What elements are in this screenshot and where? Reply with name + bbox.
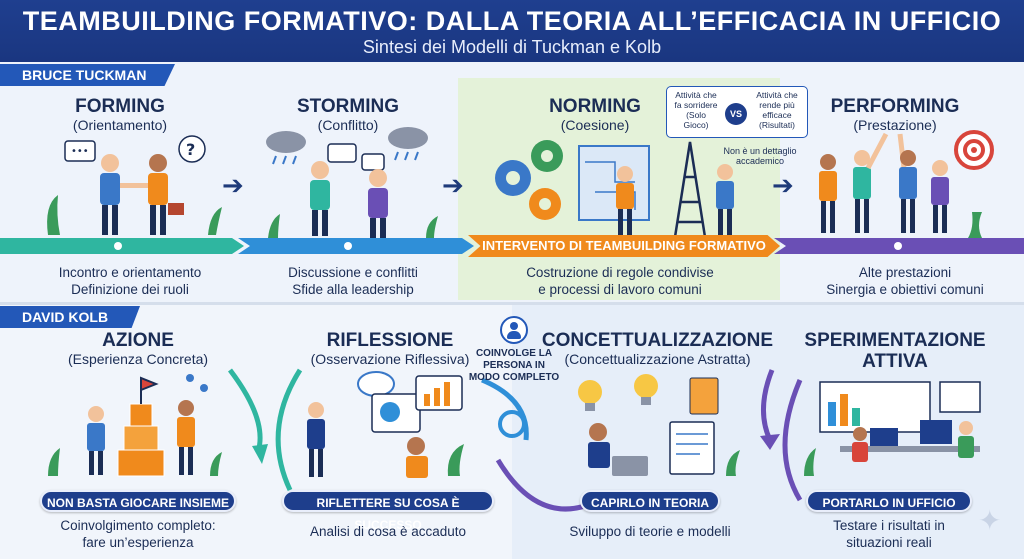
sperimentazione-desc-line: situazioni reali [846,535,932,550]
norming-desc-line: Costruzione di regole condivise [526,265,714,280]
kolb-center-note: COINVOLGE LA PERSONA IN MODO COMPLETO [466,348,562,384]
kolb-riflessione-pill: RIFLETTERE SU COSA È SUCCESSO [282,490,494,532]
kolb-concettualizzazione-sub: (Concettualizzazione Astratta) [564,351,751,367]
callout-right-line: rende più [759,100,795,110]
performing-description: Alte prestazioni Sinergia e obiettivi co… [800,264,1010,298]
stage-norming-sub: (Coesione) [560,117,630,133]
svg-text:•••: ••• [71,146,89,157]
stage-forming: FORMING (Orientamento) [30,96,210,134]
stage-performing-name: PERFORMING [830,96,960,117]
callout-note: Non è un dettaglio accademico [720,146,800,166]
kolb-concettualizzazione-name: CONCETTUALIZZAZIONE [541,330,774,351]
stage-forming-sub: (Orientamento) [72,117,168,133]
stage-norming-name: NORMING [549,96,641,117]
center-note-line: COINVOLGE LA [475,348,553,359]
sperimentazione-desc-line: Testare i risultati in [833,518,945,533]
page-title: TEAMBUILDING FORMATIVO: DALLA TEORIA ALL… [22,6,1002,36]
callout-left-line: Attività che [675,90,717,100]
callout-left-line: (Solo [686,110,706,120]
flow-arrow-icon: ➔ [772,170,794,200]
kolb-concettualizzazione-description: Sviluppo di teorie e modelli [555,523,745,540]
azione-desc-line: fare un’esperienza [82,535,194,550]
performing-desc-line: Alte prestazioni [858,265,952,280]
intervention-banner: INTERVENTO DI TEAMBUILDING FORMATIVO [468,235,780,257]
kolb-sperimentazione-description: Testare i risultati in situazioni reali [800,517,978,551]
norming-illustration [495,140,734,238]
stage-forming-name: FORMING [75,96,165,117]
kolb-azione-pill: NON BASTA GIOCARE INSIEME [40,490,236,512]
azione-illustration [48,374,222,477]
person-icon [500,316,528,344]
section-divider [0,302,1024,305]
kolb-concettualizzazione-pill: CAPIRLO IN TEORIA [580,490,720,512]
kolb-sperimentazione-name2: ATTIVA [862,351,928,372]
kolb-stage-riflessione: RIFLESSIONE (Osservazione Riflessiva) [290,330,490,368]
kolb-riflessione-description: Analisi di cosa è accaduto [282,523,494,540]
storming-desc-line: Discussione e conflitti [288,265,418,280]
callout-left-line: Gioco) [683,120,709,130]
stage-storming-name: STORMING [296,96,400,117]
forming-desc-line: Definizione dei ruoli [71,282,189,297]
kolb-cycle-arrows [228,368,803,512]
concettualizzazione-illustration [578,374,740,476]
callout-right: Attività che rende più efficace (Risulta… [748,90,806,130]
tuckman-timeline [0,238,1024,254]
tuckman-tag: BRUCE TUCKMAN [0,64,175,86]
azione-desc-line: Coinvolgimento completo: [60,518,216,533]
norming-desc-line: e processi di lavoro comuni [538,282,702,297]
kolb-azione-description: Coinvolgimento completo: fare un’esperie… [40,517,236,551]
forming-description: Incontro e orientamento Definizione dei … [30,264,230,298]
center-note-line: PERSONA IN [483,360,545,371]
performing-desc-line: Sinergia e obiettivi comuni [826,282,984,297]
forming-desc-line: Incontro e orientamento [58,265,202,280]
callout-note-line: Non è un dettaglio [723,146,797,156]
kolb-riflessione-sub: (Osservazione Riflessiva) [310,351,470,367]
sparkle-icon: ✦ [978,505,1002,536]
kolb-azione-sub: (Esperienza Concreta) [67,351,209,367]
flow-arrow-icon: ➔ [222,170,244,200]
stage-storming: STORMING (Conflitto) [258,96,438,134]
kolb-azione-name: AZIONE [102,330,174,351]
storming-illustration [266,127,438,238]
callout-left: Attività che fa sorridere (Solo Gioco) [668,90,724,130]
kolb-riflessione-name: RIFLESSIONE [326,330,454,351]
kolb-tag: DAVID KOLB [0,306,140,328]
kolb-sperimentazione-name: SPERIMENTAZIONE [804,330,986,351]
center-note-line: MODO COMPLETO [468,372,560,383]
callout-left-line: fa sorridere [674,100,718,110]
kolb-stage-concettualizzazione: CONCETTUALIZZAZIONE (Concettualizzazione… [540,330,775,368]
svg-text:?: ? [186,140,195,159]
concettualizzazione-desc-line: Sviluppo di teorie e modelli [569,524,731,539]
vs-badge: VS [725,103,747,125]
stage-norming: NORMING (Coesione) [510,96,680,134]
header-banner: TEAMBUILDING FORMATIVO: DALLA TEORIA ALL… [0,0,1024,62]
kolb-sperimentazione-pill: PORTARLO IN UFFICIO [806,490,972,512]
performing-illustration [819,130,994,238]
stage-performing-sub: (Prestazione) [853,117,937,133]
callout-right-line: (Risultati) [759,120,795,130]
stage-storming-sub: (Conflitto) [317,117,379,133]
page-subtitle: Sintesi dei Modelli di Tuckman e Kolb [362,37,662,57]
flow-arrow-icon: ➔ [442,170,464,200]
kolb-stage-sperimentazione: SPERIMENTAZIONE ATTIVA [790,330,1000,372]
callout-note-line: accademico [735,156,785,166]
storming-description: Discussione e conflitti Sfide alla leade… [258,264,448,298]
riflessione-illustration [307,371,464,478]
kolb-stage-azione: AZIONE (Esperienza Concreta) [38,330,238,368]
forming-illustration: ••• ? [47,135,222,235]
storming-desc-line: Sfide alla leadership [292,282,414,297]
callout-right-line: efficace [762,110,792,120]
callout-right-line: Attività che [756,90,798,100]
norming-description: Costruzione di regole condivise e proces… [490,264,750,298]
riflessione-desc-line: Analisi di cosa è accaduto [309,524,467,539]
sperimentazione-illustration [804,381,981,476]
stage-performing: PERFORMING (Prestazione) [800,96,990,134]
